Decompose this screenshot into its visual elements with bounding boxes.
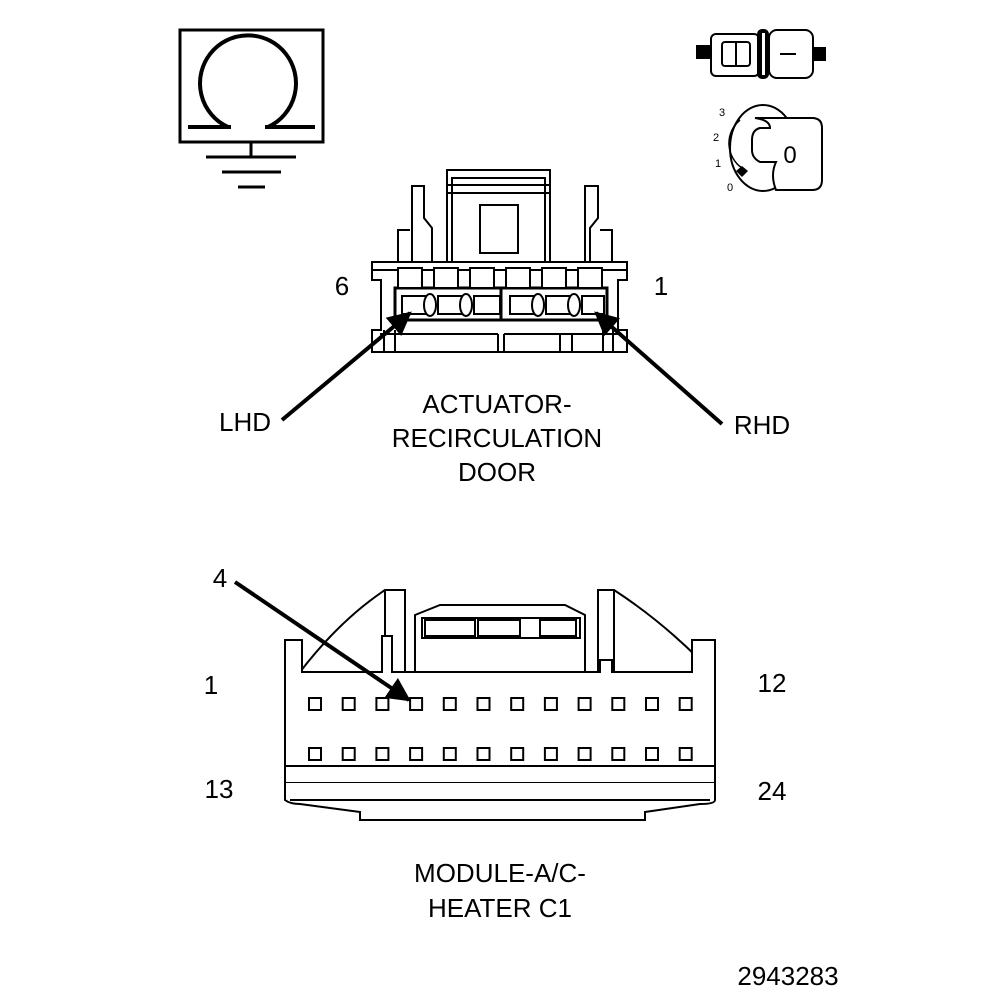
- module-pin-hole-12: [678, 697, 693, 711]
- ignition-position-3: 3: [719, 107, 725, 119]
- module-pin-hole-11: [645, 697, 659, 711]
- module-pin-1-label: 1: [204, 670, 218, 700]
- lhd-arrow: [280, 311, 412, 422]
- module-pin-hole-5: [442, 697, 457, 711]
- module-pin-24-label: 24: [758, 776, 787, 806]
- rhd-arrow: [594, 311, 724, 426]
- module-pin-13-label: 13: [205, 774, 234, 804]
- actuator-title-line-1: ACTUATOR-: [422, 389, 571, 419]
- connector-disconnected-icon: [696, 29, 826, 79]
- ignition-position-1: 1: [715, 158, 721, 170]
- module-pin-hole-1: [308, 697, 322, 711]
- ignition-position-0: 0: [727, 182, 733, 194]
- module-pin-hole-21: [577, 747, 592, 761]
- module-title-line-2: HEATER C1: [428, 893, 572, 923]
- module-pin-hole-8: [543, 697, 558, 711]
- actuator-connector: [371, 169, 628, 353]
- module-pin-hole-18: [476, 747, 491, 761]
- module-pin-hole-17: [442, 747, 457, 761]
- module-pin-holes: [308, 697, 693, 761]
- lhd-label: LHD: [219, 407, 271, 437]
- actuator-title-line-2: RECIRCULATION: [392, 423, 602, 453]
- module-title-line-1: MODULE-A/C-: [414, 858, 586, 888]
- module-pin-hole-20: [543, 747, 558, 761]
- module-pin-hole-2: [341, 697, 356, 711]
- module-pin-hole-23: [645, 747, 659, 761]
- module-callout-pin-4-label: 4: [213, 563, 227, 593]
- module-pin-hole-6: [476, 697, 491, 711]
- module-pin-hole-7: [510, 697, 525, 711]
- pin-4-arrow: [233, 580, 411, 702]
- ignition-position-2: 2: [713, 132, 719, 144]
- ohmmeter-ground-icon: [178, 28, 325, 189]
- ignition-switch-icon: 0 3 2 1 0: [713, 104, 823, 194]
- module-pin-hole-22: [611, 747, 626, 761]
- figure-id: 2943283: [737, 961, 838, 991]
- module-pin-hole-24: [678, 747, 693, 761]
- actuator-title-line-3: DOOR: [458, 457, 536, 487]
- module-pin-hole-16: [409, 747, 424, 761]
- module-pin-hole-15: [375, 747, 390, 761]
- module-pin-12-label: 12: [758, 668, 787, 698]
- actuator-terminals: [393, 267, 609, 322]
- module-pin-hole-19: [510, 747, 525, 761]
- module-pin-hole-3: [375, 697, 390, 711]
- module-pin-hole-13: [308, 747, 322, 761]
- module-pin-hole-4: [409, 697, 424, 711]
- module-pin-hole-10: [611, 697, 626, 711]
- module-pin-hole-9: [577, 697, 592, 711]
- rhd-label: RHD: [734, 410, 790, 440]
- ignition-key-label: 0: [783, 142, 796, 169]
- actuator-pin-6-label: 6: [335, 271, 349, 301]
- module-pin-hole-14: [341, 747, 356, 761]
- actuator-pin-1-label: 1: [654, 271, 668, 301]
- module-connector: [284, 589, 716, 821]
